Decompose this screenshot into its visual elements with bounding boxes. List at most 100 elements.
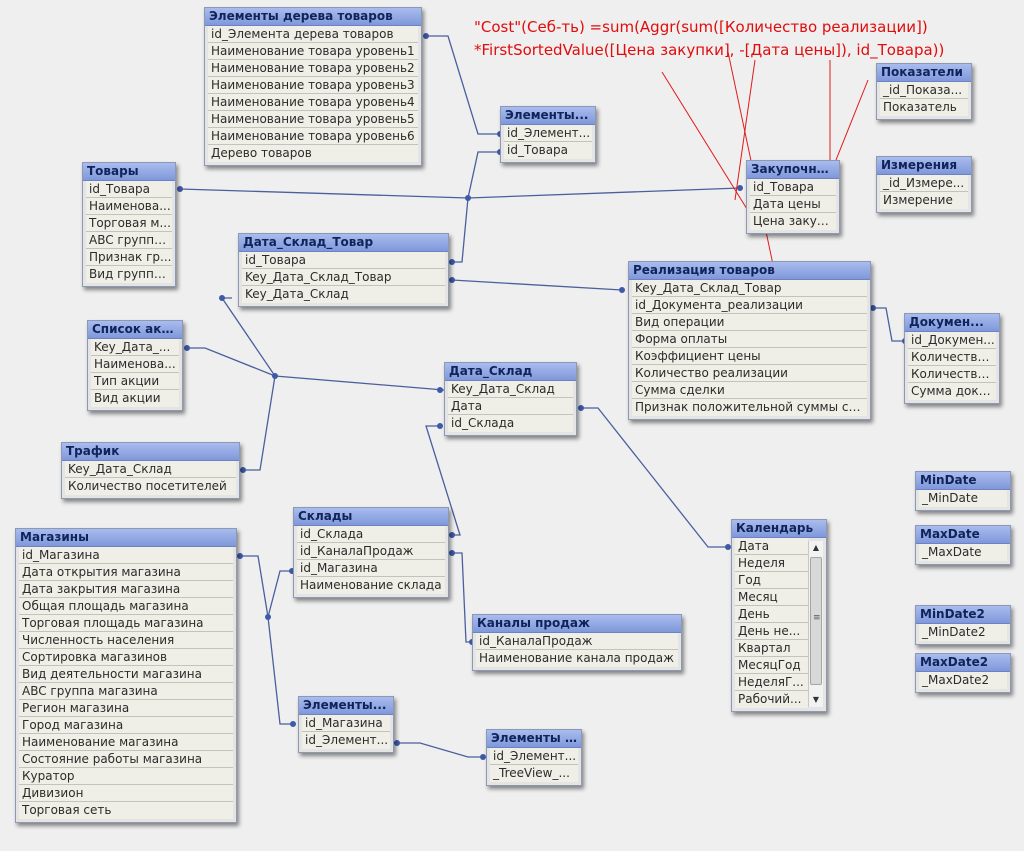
field-item[interactable]: id_Элемент... xyxy=(302,732,390,749)
scrollbar[interactable]: ▲≡▼ xyxy=(808,541,823,707)
field-item[interactable]: День xyxy=(735,606,808,623)
table-title[interactable]: MaxDate xyxy=(916,526,1010,544)
table-spisok-akc[interactable]: Список акц...Key_Дата_...Наименова...Тип… xyxy=(87,320,183,411)
field-item[interactable]: Наименование товара уровень5 xyxy=(208,111,418,128)
field-item[interactable]: id_Элемент... xyxy=(504,125,592,142)
field-item[interactable]: Город магазина xyxy=(19,717,233,734)
field-item[interactable]: Количество посетителей xyxy=(65,478,236,495)
field-item[interactable]: Дата xyxy=(448,398,573,415)
field-item[interactable]: Дата открытия магазина xyxy=(19,564,233,581)
field-item[interactable]: Вид акции xyxy=(91,390,179,407)
field-item[interactable]: Дерево товаров xyxy=(208,145,418,162)
table-title[interactable]: Дата_Склад_Товар xyxy=(239,234,448,252)
field-item[interactable]: Год xyxy=(735,572,808,589)
table-title[interactable]: Показатели xyxy=(877,64,971,82)
table-title[interactable]: MinDate2 xyxy=(916,606,1010,624)
table-title[interactable]: Элементы... xyxy=(299,697,393,715)
field-item[interactable]: Регион магазина xyxy=(19,700,233,717)
table-title[interactable]: Трафик xyxy=(62,443,239,461)
field-item[interactable]: Наименование магазина xyxy=(19,734,233,751)
field-item[interactable]: Key_Дата_Склад xyxy=(242,286,445,303)
field-item[interactable]: id_КаналаПродаж xyxy=(476,633,678,650)
table-title[interactable]: Элементы ... xyxy=(487,730,581,748)
field-item[interactable]: Количество реализации xyxy=(632,365,867,382)
table-title[interactable]: Измерения xyxy=(877,157,971,175)
field-item[interactable]: Дата xyxy=(735,538,808,555)
field-item[interactable]: Key_Дата_Склад xyxy=(65,461,236,478)
field-item[interactable]: id_Магазина xyxy=(302,715,390,732)
field-item[interactable]: Торговая м... xyxy=(86,215,172,232)
field-item[interactable]: Торговая площадь магазина xyxy=(19,615,233,632)
field-item[interactable]: Куратор xyxy=(19,768,233,785)
field-item[interactable]: _id_Показа... xyxy=(880,82,968,99)
table-title[interactable]: Докумен... xyxy=(905,314,999,332)
field-item[interactable]: Наименование товара уровень3 xyxy=(208,77,418,94)
field-item[interactable]: ABC группа... xyxy=(86,232,172,249)
field-item[interactable]: Сумма доку... xyxy=(908,383,996,400)
field-item[interactable]: ABC группа магазина xyxy=(19,683,233,700)
field-item[interactable]: id_Товара xyxy=(504,142,592,159)
scroll-down-icon[interactable]: ▼ xyxy=(812,695,820,704)
field-item[interactable]: Состояние работы магазина xyxy=(19,751,233,768)
table-elementy-link[interactable]: Элементы...id_Элемент...id_Товара xyxy=(500,106,596,163)
field-item[interactable]: Признак положительной суммы сд... xyxy=(632,399,867,416)
field-item[interactable]: Месяц xyxy=(735,589,808,606)
field-item[interactable]: Измерение xyxy=(880,192,968,209)
field-item[interactable]: id_КаналаПродаж xyxy=(297,543,445,560)
field-item[interactable]: МесяцГод xyxy=(735,657,808,674)
field-item[interactable]: Дивизион xyxy=(19,785,233,802)
field-item[interactable]: Вид деятельности магазина xyxy=(19,666,233,683)
table-title[interactable]: Реализация товаров xyxy=(629,262,870,280)
field-item[interactable]: Рабочий... xyxy=(735,691,808,708)
field-item[interactable]: Наименование товара уровень4 xyxy=(208,94,418,111)
field-item[interactable]: id_Элемент... xyxy=(490,748,578,765)
field-item[interactable]: НеделяГ... xyxy=(735,674,808,691)
field-item[interactable]: id_Товара xyxy=(750,179,836,196)
field-item[interactable]: Показатель xyxy=(880,99,968,116)
field-item[interactable]: _id_Измере... xyxy=(880,175,968,192)
table-title[interactable]: Магазины xyxy=(16,529,236,547)
field-item[interactable]: Наименова... xyxy=(91,356,179,373)
field-item[interactable]: id_Докумен... xyxy=(908,332,996,349)
field-item[interactable]: Наименование склада xyxy=(297,577,445,594)
field-item[interactable]: _MinDate xyxy=(919,490,1007,507)
field-item[interactable]: id_Склада xyxy=(297,526,445,543)
field-item[interactable]: id_Элемента дерева товаров xyxy=(208,26,418,43)
table-maxdate[interactable]: MaxDate_MaxDate xyxy=(915,525,1011,565)
table-title[interactable]: Дата_Склад xyxy=(445,363,576,381)
field-item[interactable]: Вид операции xyxy=(632,314,867,331)
table-izmereniya[interactable]: Измерения_id_Измере...Измерение xyxy=(876,156,972,213)
field-item[interactable]: Наименование товара уровень2 xyxy=(208,60,418,77)
field-item[interactable]: id_Склада xyxy=(448,415,573,432)
field-item[interactable]: Неделя xyxy=(735,555,808,572)
table-pokazateli[interactable]: Показатели_id_Показа...Показатель xyxy=(876,63,972,120)
table-dokumenty[interactable]: Докумен...id_Докумен...Количество...Коли… xyxy=(904,313,1000,404)
field-item[interactable]: id_Товара xyxy=(242,252,445,269)
table-title[interactable]: Элементы дерева товаров xyxy=(205,8,421,26)
field-item[interactable]: Численность населения xyxy=(19,632,233,649)
field-item[interactable]: Вид группы... xyxy=(86,266,172,283)
field-item[interactable]: Key_Дата_... xyxy=(91,339,179,356)
field-item[interactable]: Key_Дата_Склад_Товар xyxy=(242,269,445,286)
field-item[interactable]: Наименование канала продаж xyxy=(476,650,678,667)
field-item[interactable]: Торговая сеть xyxy=(19,802,233,819)
table-title[interactable]: Закупочны... xyxy=(747,161,839,179)
table-elementy-tree[interactable]: Элементы ...id_Элемент..._TreeView_... xyxy=(486,729,582,786)
field-item[interactable]: id_Документа_реализации xyxy=(632,297,867,314)
field-item[interactable]: Наименова... xyxy=(86,198,172,215)
table-title[interactable]: MinDate xyxy=(916,472,1010,490)
field-item[interactable]: Тип акции xyxy=(91,373,179,390)
field-item[interactable]: Key_Дата_Склад_Товар xyxy=(632,280,867,297)
field-item[interactable]: Общая площадь магазина xyxy=(19,598,233,615)
field-item[interactable]: Наименование товара уровень6 xyxy=(208,128,418,145)
table-title[interactable]: MaxDate2 xyxy=(916,654,1010,672)
